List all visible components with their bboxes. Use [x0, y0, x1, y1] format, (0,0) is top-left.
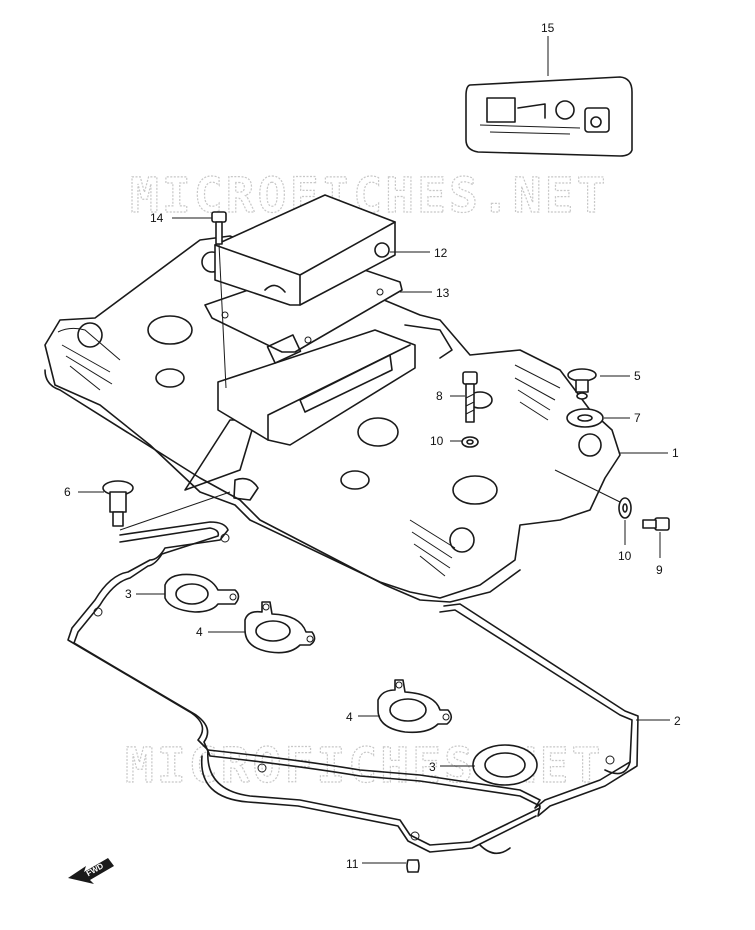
part-8-bolt — [462, 371, 478, 423]
callout-6: 6 — [64, 485, 71, 499]
part-4-seal-lower — [377, 679, 453, 734]
part-9-bolt — [642, 517, 670, 531]
forward-direction-arrow: FWD — [68, 858, 114, 884]
callout-5: 5 — [634, 369, 641, 383]
callout-11: 11 — [346, 857, 359, 871]
part-11-cap — [406, 859, 420, 873]
leader-lines — [78, 36, 670, 864]
callout-2: 2 — [674, 714, 681, 728]
part-5-grommet — [567, 368, 597, 400]
part-3-plug-seal-right — [472, 744, 538, 786]
callout-10-side: 10 — [618, 549, 632, 563]
part-15-label-plate — [465, 76, 633, 157]
callout-10-top: 10 — [430, 434, 444, 448]
callout-15: 15 — [541, 21, 555, 35]
part-6-bolt — [102, 480, 231, 531]
callout-4-upper: 4 — [196, 625, 203, 639]
part-10-washer-top — [461, 436, 479, 448]
part-2-cover-gasket — [67, 521, 639, 855]
part-3-plug-seal-left — [164, 573, 240, 613]
callout-7: 7 — [634, 411, 641, 425]
part-14-bolt — [211, 211, 227, 389]
callout-3-right: 3 — [429, 760, 436, 774]
callout-3-left: 3 — [125, 587, 132, 601]
part-4-seal-upper — [244, 601, 316, 654]
callout-12: 12 — [434, 246, 448, 260]
part-10-washer-side — [554, 469, 632, 519]
callout-4-lower: 4 — [346, 710, 353, 724]
breather-plate — [217, 329, 416, 446]
callout-1: 1 — [672, 446, 679, 460]
part-12-breather-cover — [214, 194, 396, 306]
callout-14: 14 — [150, 211, 164, 225]
callout-13: 13 — [436, 286, 450, 300]
callout-numbers: 15 14 12 13 5 8 7 10 1 6 10 9 3 4 2 4 3 … — [64, 21, 681, 871]
part-7-washer — [566, 408, 604, 428]
callout-8: 8 — [436, 389, 443, 403]
callout-9: 9 — [656, 563, 663, 577]
